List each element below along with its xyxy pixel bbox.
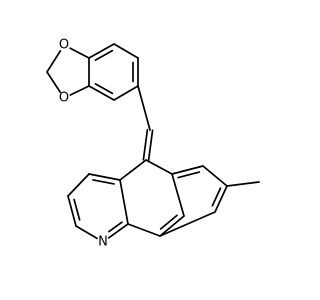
bond-20	[159, 215, 185, 237]
bond-0	[88, 43, 115, 59]
bond-2	[88, 85, 115, 101]
bond-18	[119, 179, 129, 225]
bond-3	[113, 85, 139, 101]
bond-8	[46, 71, 62, 93]
bond-20-inner	[159, 214, 178, 230]
bond-19	[127, 223, 161, 237]
bond-9	[46, 50, 62, 73]
bond-15-inner	[73, 198, 81, 221]
bond-0-inner	[94, 49, 114, 61]
bond-22	[145, 159, 173, 175]
bond-13	[88, 173, 121, 181]
atom-layer: O O N	[59, 38, 108, 250]
bond-11	[147, 129, 154, 162]
bond-23-inner	[177, 171, 201, 179]
bond-10	[137, 85, 151, 131]
bond-12	[119, 159, 147, 181]
atom-label-o-6: O	[59, 91, 69, 106]
bond-layer	[46, 43, 260, 240]
bond-23	[171, 165, 204, 175]
bond-16	[75, 225, 98, 240]
bond-25-inner	[211, 187, 222, 207]
molecule-structure: O O N	[46, 38, 260, 250]
bond-2-inner	[94, 83, 114, 95]
bond-7	[69, 85, 90, 96]
bond-17-inner	[108, 221, 123, 233]
bond-27	[226, 181, 260, 187]
bond-14	[67, 173, 90, 197]
bond-26	[159, 211, 216, 237]
bond-25	[214, 185, 228, 213]
bond-5	[113, 43, 139, 59]
bond-15	[67, 195, 77, 227]
atom-label-n-15: N	[98, 235, 108, 250]
bond-21	[171, 173, 185, 217]
bond-6	[69, 47, 90, 59]
bond-17	[107, 223, 129, 239]
bond-24	[202, 165, 228, 187]
bond-11-second	[142, 128, 149, 161]
atom-label-o-7: O	[59, 38, 69, 53]
bond-13-inner	[92, 179, 115, 185]
